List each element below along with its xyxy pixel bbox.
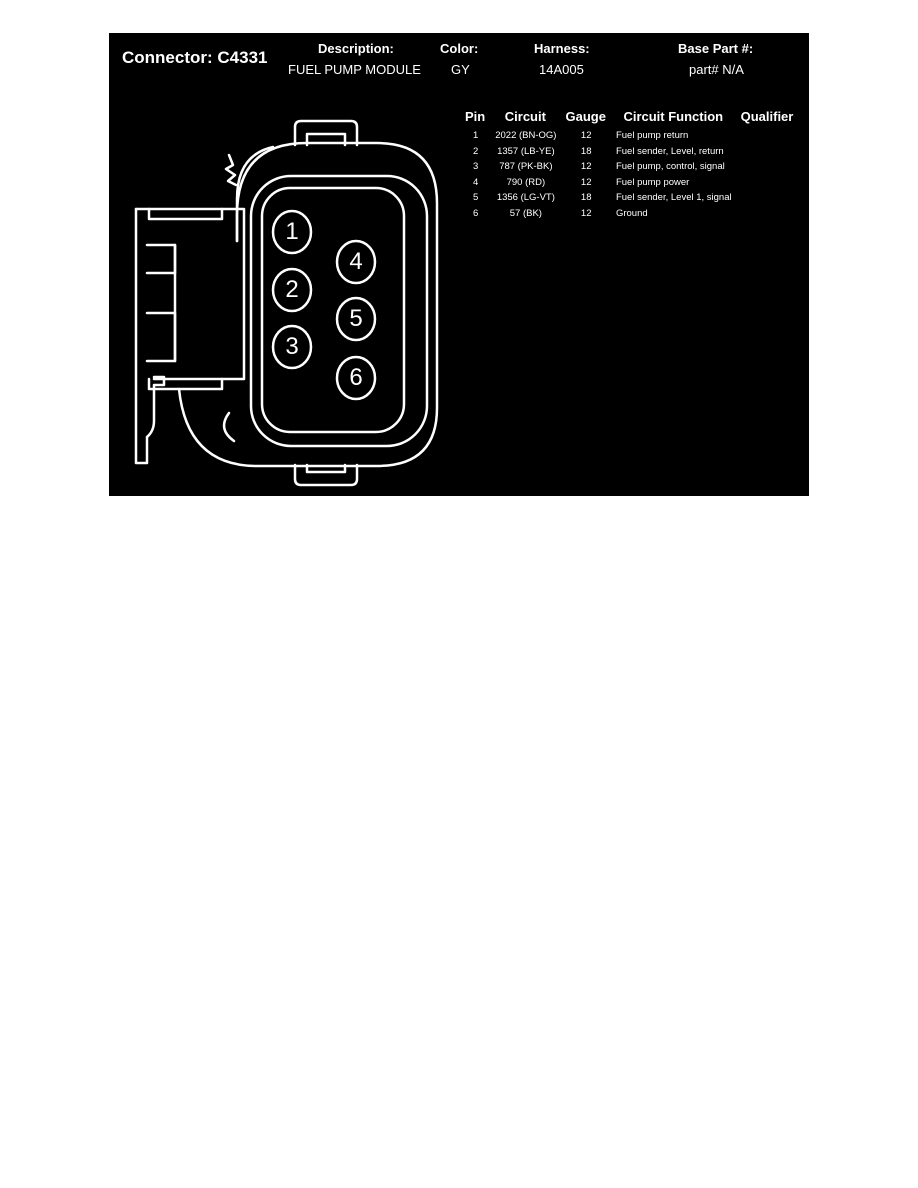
cell-qualifier — [737, 206, 799, 222]
pin-1-label: 1 — [285, 218, 299, 245]
side-lock-slot-bottom — [145, 311, 177, 363]
table-row: 6 57 (BK) 12 Ground — [461, 206, 798, 222]
table-row: 3 787 (PK-BK) 12 Fuel pump, control, sig… — [461, 159, 798, 175]
cell-circuit: 790 (RD) — [506, 176, 546, 188]
cell-qualifier — [737, 128, 799, 144]
side-lock-slot-top — [145, 243, 177, 275]
header-circuit-function: Circuit Function — [623, 109, 724, 124]
table-row: 2 1357 (LB-YE) 18 Fuel sender, Level, re… — [461, 144, 798, 160]
color-label: Color: — [440, 41, 479, 56]
base-part-label: Base Part #: — [678, 41, 754, 56]
pin-5-label: 5 — [349, 305, 363, 332]
pin-4-circle — [335, 239, 377, 285]
connector-title: Connector: C4331 — [122, 48, 268, 67]
pin-2-label: 2 — [285, 276, 299, 303]
cell-circuit: 2022 (BN-OG) — [495, 130, 557, 141]
harness-label: Harness: — [534, 41, 590, 56]
cell-circuit: 57 (BK) — [509, 207, 542, 219]
top-latch-outline — [293, 119, 359, 147]
color-value: GY — [451, 62, 470, 77]
bottom-latch-inner — [305, 463, 347, 474]
cell-pin: 3 — [472, 161, 479, 172]
base-part-value: part# N/A — [689, 62, 744, 77]
pin-3-circle — [271, 324, 313, 370]
cell-pin: 6 — [472, 207, 479, 219]
cell-circuit: 787 (PK-BK) — [499, 161, 553, 172]
cell-gauge: 12 — [580, 176, 592, 188]
cell-qualifier — [737, 144, 799, 160]
housing-break-mark — [224, 153, 238, 187]
cell-circuit: 1356 (LG-VT) — [496, 192, 555, 203]
connector-face-inner-ring — [260, 186, 406, 434]
connector-panel: Connector: C4331 Description: FUEL PUMP … — [109, 33, 809, 496]
cell-function: Ground — [615, 207, 648, 219]
cell-circuit: 1357 (LB-YE) — [497, 145, 555, 157]
cell-gauge: 18 — [580, 145, 592, 157]
cell-function: Fuel sender, Level, return — [615, 145, 724, 157]
pin-2-circle — [271, 267, 313, 313]
cell-gauge: 12 — [580, 207, 592, 219]
side-lock-outline — [134, 207, 166, 465]
cell-qualifier — [737, 190, 799, 206]
pin-6-label: 6 — [349, 364, 363, 391]
side-lock-bottom-notch — [147, 377, 224, 391]
header-qualifier: Qualifier — [740, 109, 794, 124]
table-row: 1 2022 (BN-OG) 12 Fuel pump return — [461, 128, 798, 144]
side-lock-body — [134, 207, 246, 381]
table-row: 5 1356 (LG-VT) 18 Fuel sender, Level 1, … — [461, 190, 798, 206]
connector-face-outer-ring — [249, 174, 429, 448]
cell-pin: 4 — [472, 176, 479, 188]
description-value: FUEL PUMP MODULE — [288, 62, 421, 77]
cell-function: Fuel pump power — [615, 176, 690, 188]
pin-table-header-row: Pin Circuit Gauge Circuit Function Quali… — [461, 109, 798, 128]
cell-pin: 5 — [472, 192, 479, 203]
header-pin: Pin — [465, 109, 486, 124]
pin-6-circle — [335, 355, 377, 401]
pin-table: Pin Circuit Gauge Circuit Function Quali… — [461, 109, 798, 221]
header-gauge: Gauge — [565, 109, 606, 124]
pin-5-circle — [335, 296, 377, 342]
cell-function: Fuel pump return — [615, 130, 689, 141]
cell-gauge: 12 — [580, 130, 592, 141]
cell-qualifier — [737, 159, 799, 175]
cell-function: Fuel sender, Level 1, signal — [615, 192, 732, 203]
top-latch-inner — [305, 132, 347, 147]
bottom-latch-outline — [293, 463, 359, 487]
harness-value: 14A005 — [539, 62, 584, 77]
cell-pin: 2 — [472, 145, 479, 157]
table-row: 4 790 (RD) 12 Fuel pump power — [461, 175, 798, 191]
description-label: Description: — [318, 41, 394, 56]
cell-qualifier — [737, 175, 799, 191]
pin-4-label: 4 — [349, 248, 363, 275]
housing-inner-edge — [235, 145, 275, 243]
pin-3-label: 3 — [285, 333, 299, 360]
cell-gauge: 12 — [580, 161, 592, 172]
pin-1-circle — [271, 209, 313, 255]
cell-gauge: 18 — [580, 192, 592, 203]
cell-pin: 1 — [472, 130, 479, 141]
housing-hook — [222, 411, 236, 443]
cell-function: Fuel pump, control, signal — [615, 161, 725, 172]
connector-face-diagram — [134, 119, 439, 487]
housing-outer — [177, 141, 439, 468]
side-lock-top-notch — [147, 207, 224, 221]
header-circuit: Circuit — [504, 109, 546, 124]
